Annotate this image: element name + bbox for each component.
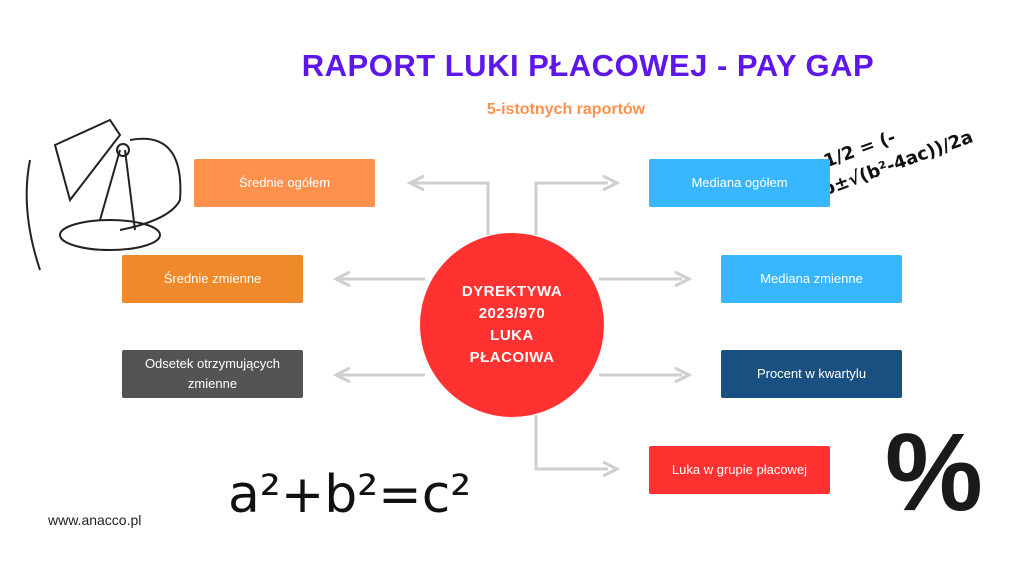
formula-pythagoras: a²+b²=c²: [228, 465, 471, 525]
center-line: PŁACOIWA: [469, 349, 555, 366]
percent-icon: %: [885, 411, 983, 534]
box-srednie-zmienne: Średnie zmienne: [122, 255, 303, 303]
website-link[interactable]: www.anacco.pl: [48, 512, 142, 528]
arrowhead: [674, 366, 693, 384]
center-line: LUKA: [490, 327, 534, 344]
connector-srednie-ogolem: [414, 181, 490, 235]
arrowhead: [674, 270, 693, 288]
box-mediana-ogolem: Mediana ogółem: [649, 159, 830, 207]
connector-luka: [534, 415, 608, 471]
center-line: 2023/970: [478, 305, 546, 322]
arrowhead: [332, 366, 351, 384]
box-luka-grupa: Luka w grupie płacowej: [649, 446, 830, 494]
center-line: DYREKTYWA: [461, 283, 563, 300]
arrowhead: [332, 270, 351, 288]
subtitle: 5-istotnych raportów: [486, 101, 646, 118]
box-mediana-zmienne: Mediana zmienne: [721, 255, 902, 303]
arrowhead: [602, 174, 621, 192]
page-title: RAPORT LUKI PŁACOWEJ - PAY GAP: [301, 48, 875, 83]
arrowhead: [406, 174, 425, 192]
center-circle: DYREKTYWA 2023/970 LUKA PŁACOIWA: [420, 233, 604, 417]
box-srednie-ogolem: Średnie ogółem: [194, 159, 375, 207]
box-procent-kwartyl: Procent w kwartylu: [721, 350, 902, 398]
arrowhead: [602, 460, 621, 478]
box-odsetek: Odsetek otrzymujących zmienne: [122, 350, 303, 398]
connector-mediana-ogolem: [534, 181, 608, 235]
drawing-tools-icon: [25, 118, 182, 271]
